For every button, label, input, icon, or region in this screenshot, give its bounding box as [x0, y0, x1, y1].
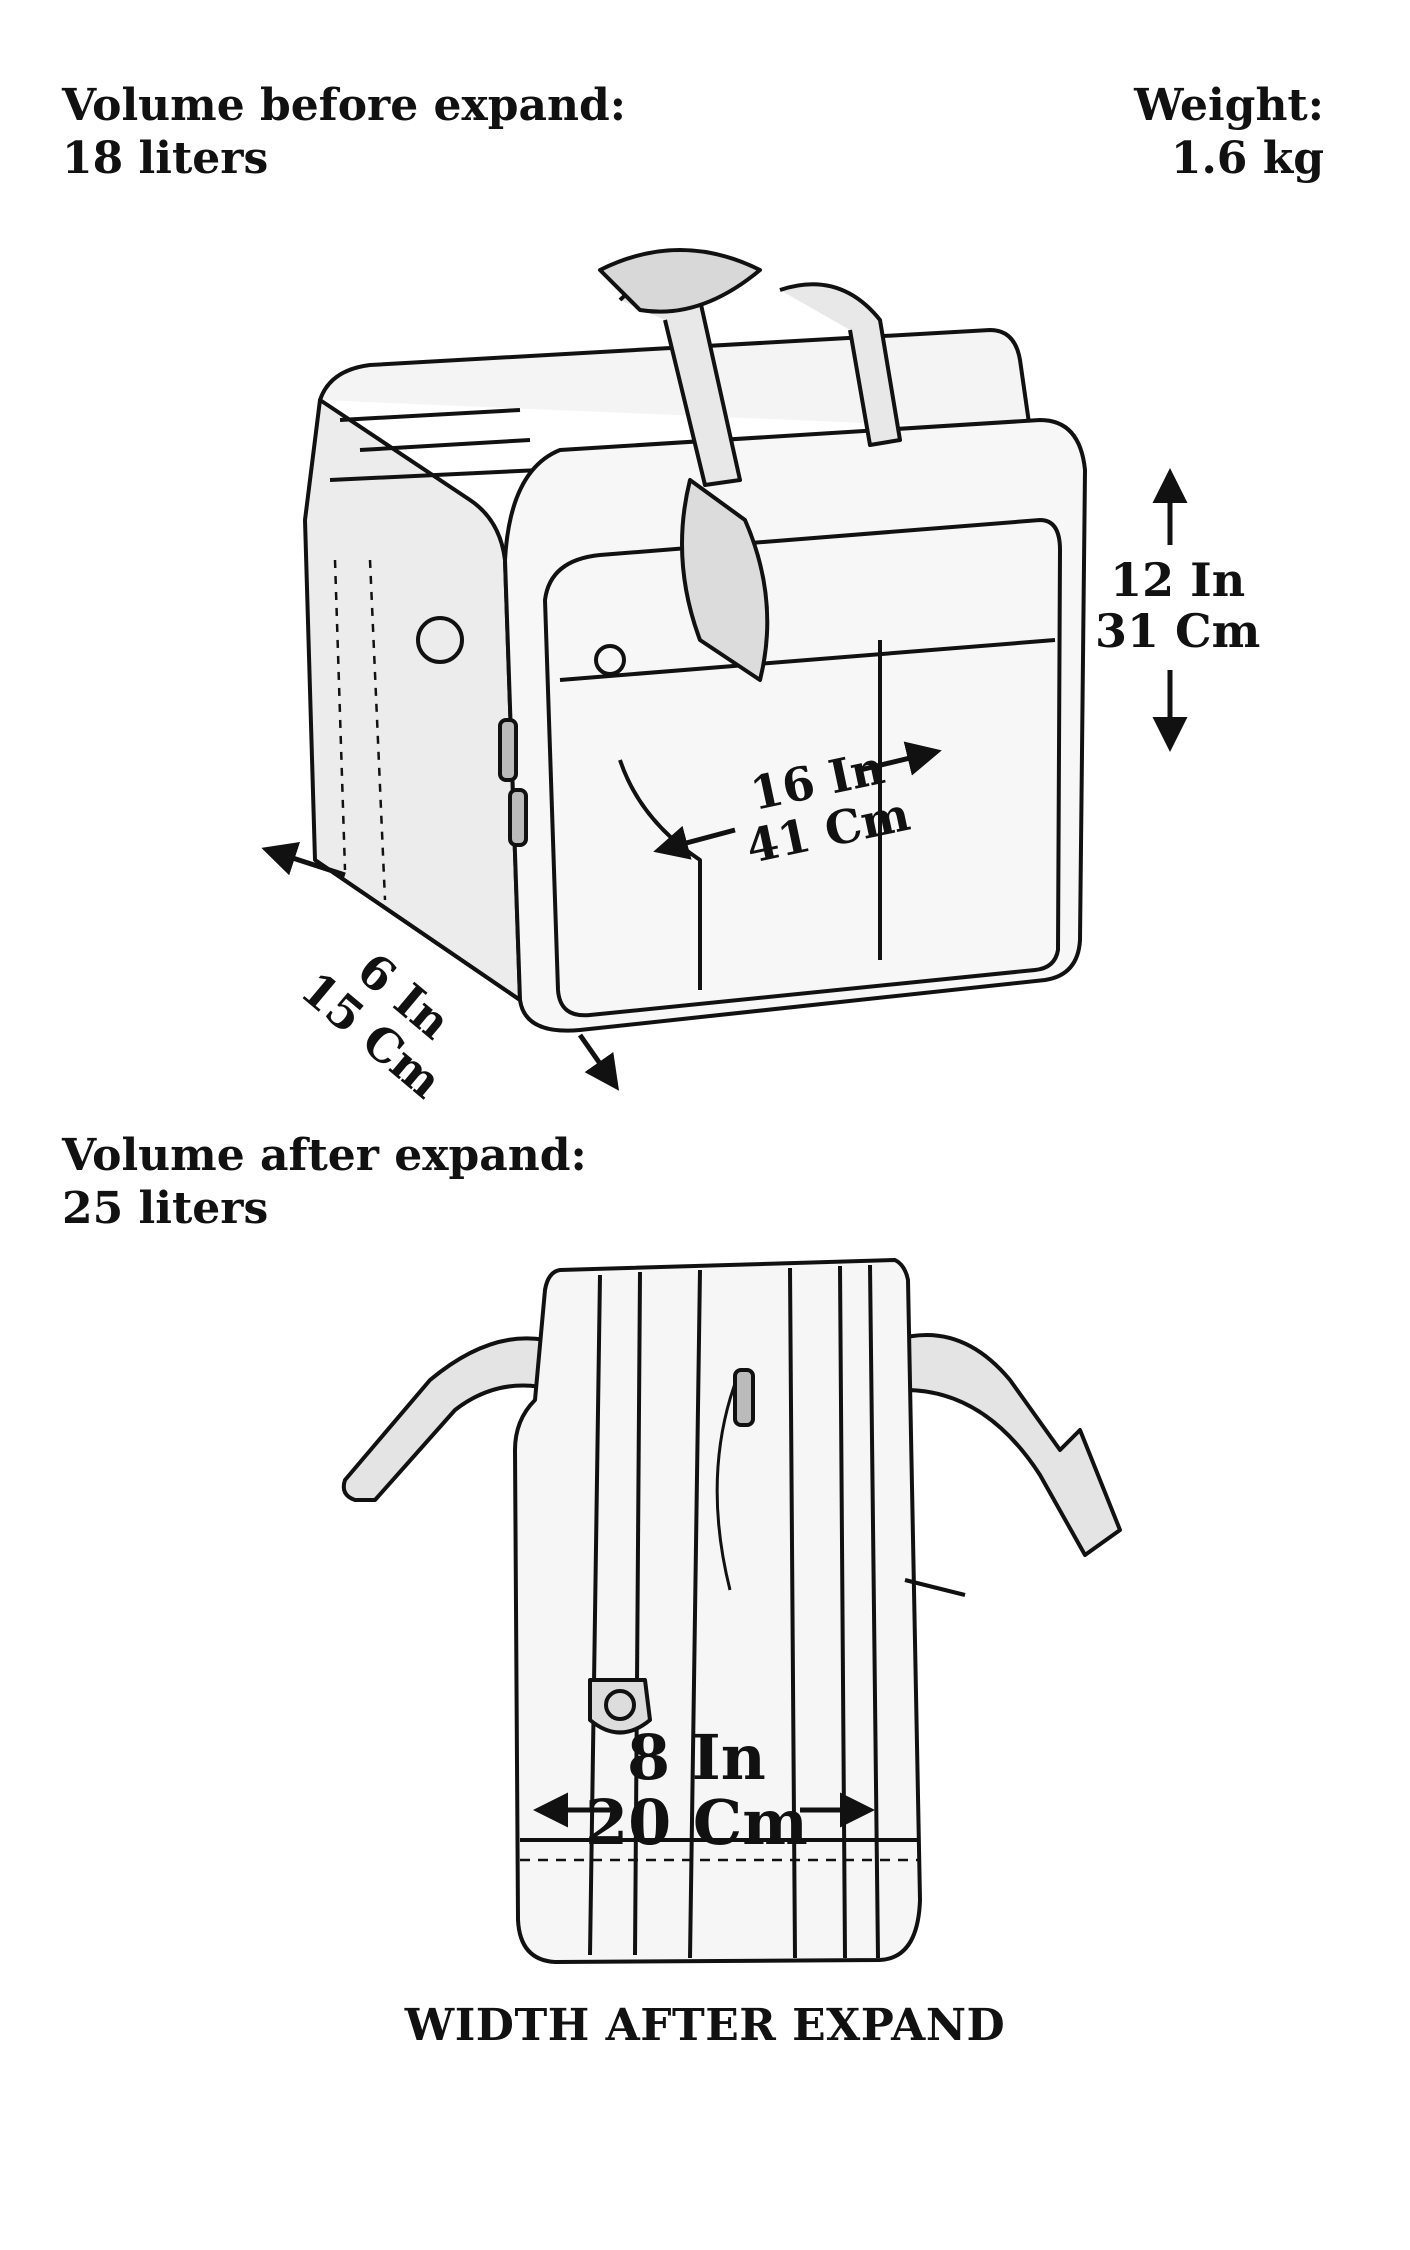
height-in: 12 In: [1110, 553, 1246, 607]
width-dimension: 8 In 20 Cm: [585, 1725, 808, 1855]
bag-side-view-drawing: [341, 1258, 1122, 1964]
weight-label: Weight:: [1134, 80, 1324, 131]
depth-arrow: [261, 842, 620, 1091]
volume-before-label: Volume before expand:: [62, 80, 627, 131]
bag-perspective-drawing: [303, 248, 1087, 1033]
volume-after-label: Volume after expand:: [62, 1130, 587, 1181]
weight-value: 1.6 kg: [1170, 132, 1324, 184]
weight-spec: Weight: 1.6 kg: [1134, 80, 1324, 186]
height-cm: 31 Cm: [1095, 603, 1261, 658]
volume-before-value: 18 liters: [62, 132, 269, 184]
width-in: 8 In: [627, 1721, 766, 1794]
volume-before-expand: Volume before expand: 18 liters: [62, 80, 626, 186]
volume-after-expand: Volume after expand: 25 liters: [62, 1130, 587, 1236]
volume-after-value: 25 liters: [62, 1182, 269, 1234]
length-arrow: [653, 741, 942, 860]
height-dimension: 12 In 31 Cm: [1095, 555, 1260, 656]
width-cm: 20 Cm: [585, 1786, 808, 1860]
width-after-expand-caption: WIDTH AFTER EXPAND: [404, 2000, 1006, 2051]
